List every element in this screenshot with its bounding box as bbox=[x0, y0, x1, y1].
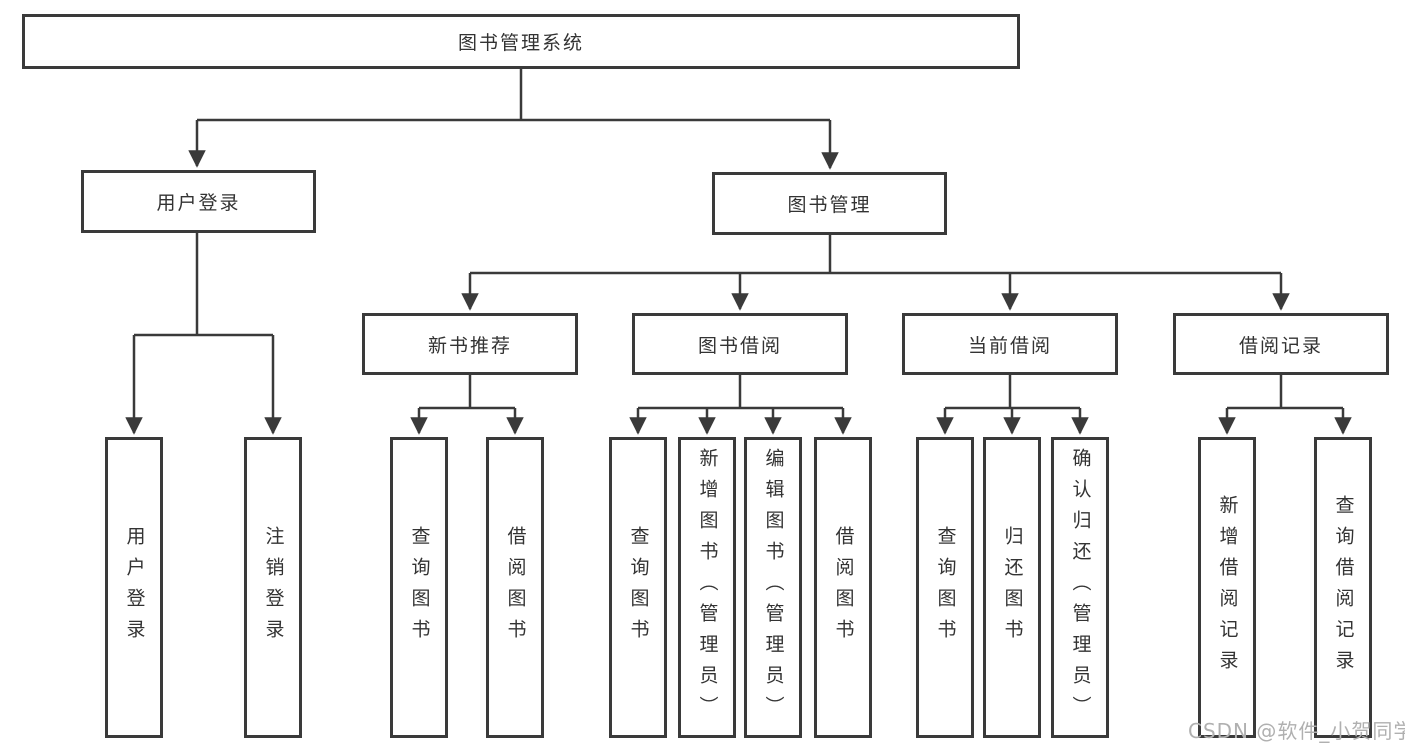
node-current-borrow: 当前借阅 bbox=[902, 313, 1118, 375]
leaf-nb-query-books: 查询图书 bbox=[390, 437, 448, 738]
leaf-label: 查询借阅记录 bbox=[1332, 494, 1355, 681]
leaf-br-add-record: 新增借阅记录 bbox=[1198, 437, 1256, 738]
leaf-label: 归还图书 bbox=[1001, 525, 1024, 650]
leaf-bb-query-books: 查询图书 bbox=[609, 437, 667, 738]
leaf-nb-borrow-books: 借阅图书 bbox=[486, 437, 544, 738]
leaf-label: 用户登录 bbox=[123, 525, 146, 650]
node-label: 图书管理 bbox=[787, 194, 872, 216]
leaf-label: 注销登录 bbox=[262, 525, 285, 650]
leaf-bb-borrow-books: 借阅图书 bbox=[814, 437, 872, 738]
node-label: 当前借阅 bbox=[967, 334, 1052, 357]
leaf-br-query-record: 查询借阅记录 bbox=[1314, 437, 1372, 738]
node-new-book-recommend: 新书推荐 bbox=[362, 313, 578, 375]
leaf-label: 借阅图书 bbox=[504, 525, 527, 650]
node-library-management-system: 图书管理系统 bbox=[22, 14, 1020, 69]
leaf-label: 查询图书 bbox=[408, 525, 431, 650]
node-book-management: 图书管理 bbox=[712, 172, 947, 235]
leaf-label: 新增图书（管理员） bbox=[696, 448, 719, 727]
leaf-cb-query-books: 查询图书 bbox=[916, 437, 974, 738]
node-label: 借阅记录 bbox=[1238, 334, 1323, 357]
leaf-label: 新增借阅记录 bbox=[1216, 494, 1239, 681]
leaf-label: 确认归还（管理员） bbox=[1069, 448, 1092, 727]
node-label: 用户登录 bbox=[156, 192, 241, 214]
node-label: 图书管理系统 bbox=[457, 32, 584, 54]
leaf-label: 借阅图书 bbox=[832, 525, 855, 650]
node-label: 新书推荐 bbox=[427, 334, 512, 357]
leaf-bb-edit-books-admin: 编辑图书（管理员） bbox=[744, 437, 802, 738]
node-user-login: 用户登录 bbox=[81, 170, 316, 233]
csdn-watermark: CSDN @软件_小贺同学 bbox=[1188, 719, 1405, 743]
leaf-cb-confirm-return-admin: 确认归还（管理员） bbox=[1051, 437, 1109, 738]
leaf-user-login: 用户登录 bbox=[105, 437, 163, 738]
leaf-label: 查询图书 bbox=[934, 525, 957, 650]
node-label: 图书借阅 bbox=[697, 334, 782, 357]
leaf-bb-add-books-admin: 新增图书（管理员） bbox=[678, 437, 736, 738]
leaf-logout: 注销登录 bbox=[244, 437, 302, 738]
leaf-label: 查询图书 bbox=[627, 525, 650, 650]
node-book-borrow: 图书借阅 bbox=[632, 313, 848, 375]
leaf-cb-return-books: 归还图书 bbox=[983, 437, 1041, 738]
leaf-label: 编辑图书（管理员） bbox=[762, 448, 785, 727]
node-borrow-records: 借阅记录 bbox=[1173, 313, 1389, 375]
